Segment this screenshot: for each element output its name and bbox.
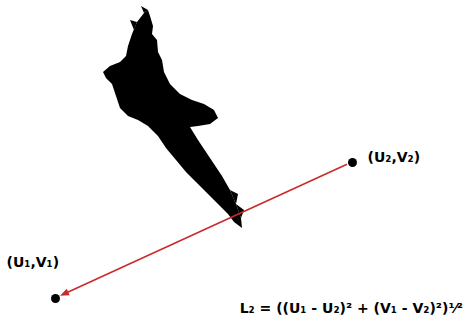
line-shaft bbox=[67, 164, 347, 292]
coordinate-label: (U₁,V₁) bbox=[7, 254, 60, 271]
distance-line bbox=[60, 164, 347, 295]
point-marker: (U₁,V₁) bbox=[51, 294, 60, 303]
coordinate-label: (U₂,V₂) bbox=[368, 149, 421, 166]
eagle-silhouette bbox=[103, 10, 242, 228]
eagle-wing-feathers bbox=[130, 6, 244, 218]
distance-formula: L₂ = ((U₁ - U₂)² + (V₁ - V₂)²)¹⁄² bbox=[240, 300, 463, 317]
arrowhead bbox=[60, 289, 70, 296]
point-marker: (U₂,V₂) bbox=[348, 158, 357, 167]
